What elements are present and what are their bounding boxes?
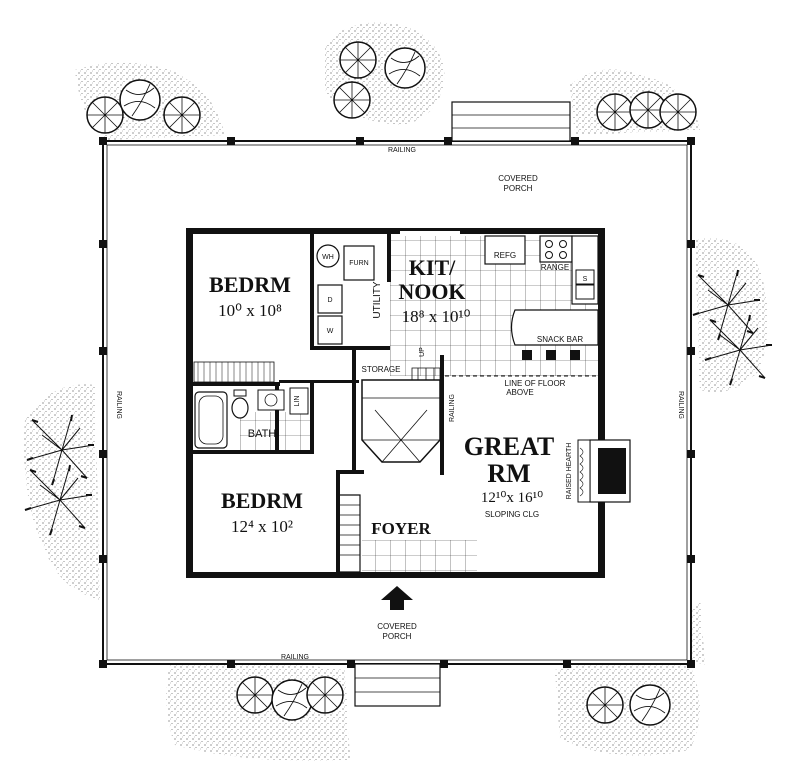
bedroom-bottom-name: BEDRM — [221, 488, 303, 513]
railing-right-label: RAILING — [677, 391, 684, 419]
interior-walls — [190, 232, 444, 575]
kitchen-counters — [484, 235, 599, 360]
line-of-floor-label-2: ABOVE — [506, 388, 534, 397]
entry-arrow-icon — [381, 586, 413, 610]
main-stair — [361, 367, 441, 463]
snack-bar-label: SNACK BAR — [537, 335, 583, 344]
great-room-name-line1: GREAT — [464, 432, 555, 461]
line-of-floor-label-1: LINE OF FLOOR — [505, 379, 566, 388]
railing-top-label: RAILING — [388, 147, 416, 154]
covered-porch-top-1: COVERED — [498, 174, 538, 183]
foyer-label: FOYER — [371, 519, 431, 538]
bath-label: BATH — [248, 428, 277, 440]
covered-porch-bottom-2: PORCH — [383, 632, 412, 641]
raised-hearth-label: RAISED HEARTH — [566, 443, 573, 500]
kitchen-dimension: 18⁸ x 10¹⁰ — [402, 307, 471, 326]
fireplace — [577, 439, 631, 503]
stair-up-label: UP — [419, 347, 426, 357]
bedroom-top-dimension: 10⁰ x 10⁸ — [218, 301, 282, 320]
exterior-walls — [186, 228, 605, 578]
bedroom-top-name: BEDRM — [209, 272, 291, 297]
sink-label: S — [583, 276, 588, 283]
tree-cluster-bottom-left — [236, 676, 344, 721]
great-room-note: SLOPING CLG — [485, 510, 539, 519]
dryer-label: D — [327, 297, 332, 304]
water-heater-label: WH — [322, 254, 334, 261]
great-room-name-line2: RM — [487, 459, 530, 488]
kitchen-name-line2: NOOK — [398, 279, 465, 304]
range-label: RANGE — [541, 263, 569, 272]
bedroom-bottom-dimension: 12⁴ x 10² — [231, 517, 293, 536]
covered-porch-bottom-1: COVERED — [377, 622, 417, 631]
kitchen-name-line1: KIT/ — [409, 255, 456, 280]
foyer-stair — [340, 494, 361, 573]
storage-label: STORAGE — [362, 365, 401, 374]
utility-fixtures — [316, 244, 375, 345]
covered-porch-top-2: PORCH — [504, 184, 533, 193]
railing-bottom-label: RAILING — [281, 654, 309, 661]
bath-fixtures — [194, 387, 309, 449]
refrigerator-label: REFG — [494, 251, 516, 260]
interior-railing-label: RAILING — [449, 394, 456, 422]
tree-cluster-top-right — [596, 91, 697, 131]
washer-label: W — [327, 328, 334, 335]
great-room-dimension: 12¹⁰x 16¹⁰ — [481, 490, 543, 506]
railing-left-label: RAILING — [115, 391, 122, 419]
closet-shelf — [193, 361, 275, 383]
furnace-label: FURN — [349, 260, 368, 267]
utility-label: UTILITY — [372, 281, 383, 319]
linen-label: LIN — [294, 396, 301, 407]
